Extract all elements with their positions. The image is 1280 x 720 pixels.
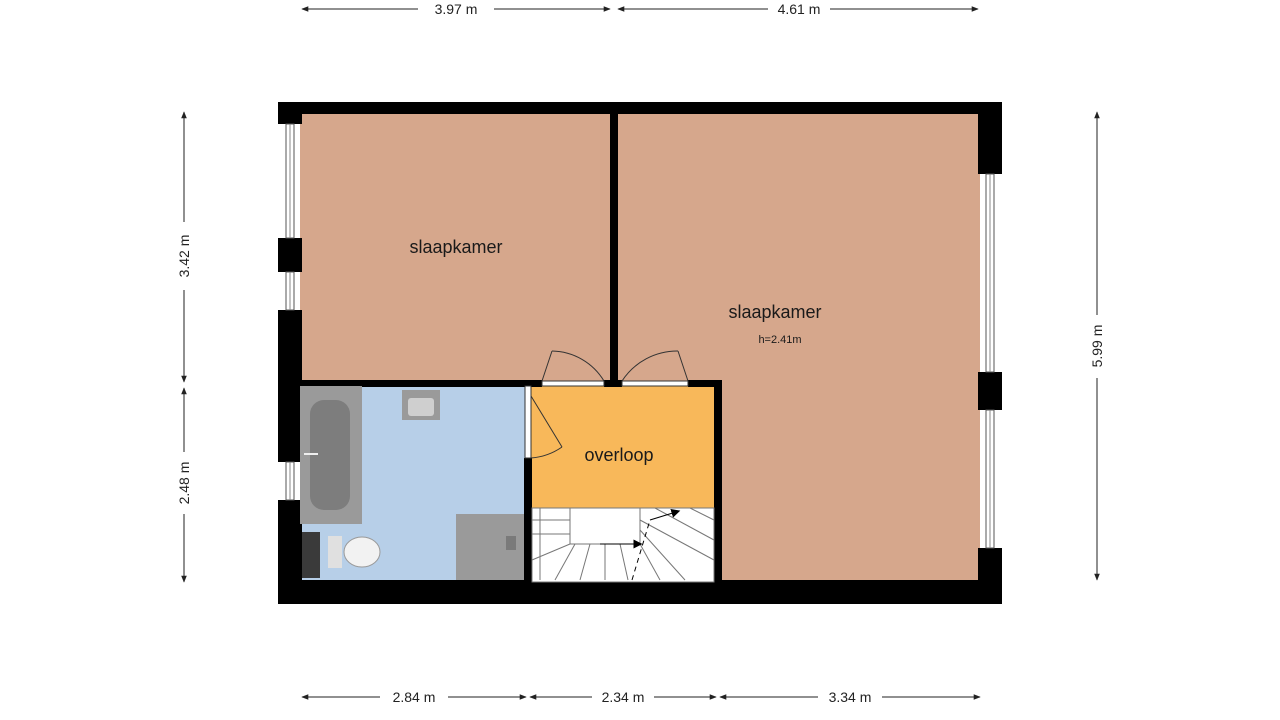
dim-top-right: 4.61 m — [778, 1, 821, 17]
toilet-cistern — [302, 532, 320, 578]
toilet — [328, 536, 381, 568]
dim-right: 5.99 m — [1089, 325, 1105, 368]
dim-left-upper: 3.42 m — [176, 235, 192, 278]
doors — [524, 350, 689, 459]
landing-floor — [530, 386, 714, 508]
dim-top-left: 3.97 m — [435, 1, 478, 17]
sink — [402, 390, 440, 420]
ceiling-height-label: h=2.41m — [758, 334, 801, 346]
dimension-lines — [181, 6, 1100, 700]
shower-drain — [506, 536, 516, 550]
walls — [278, 102, 1002, 604]
dim-bottom-left: 2.84 m — [393, 689, 436, 705]
bedroom-left-label: slaapkamer — [409, 237, 502, 257]
dim-left-lower: 2.48 m — [176, 462, 192, 505]
bedroom-right-label: slaapkamer — [728, 302, 821, 322]
dim-bottom-right: 3.34 m — [829, 689, 872, 705]
window-mullions — [289, 124, 991, 548]
landing-label: overloop — [584, 445, 653, 465]
dim-bottom-middle: 2.34 m — [602, 689, 645, 705]
stairs — [531, 507, 715, 583]
bedroom-left-floor — [300, 112, 612, 384]
bathtub — [300, 386, 362, 524]
